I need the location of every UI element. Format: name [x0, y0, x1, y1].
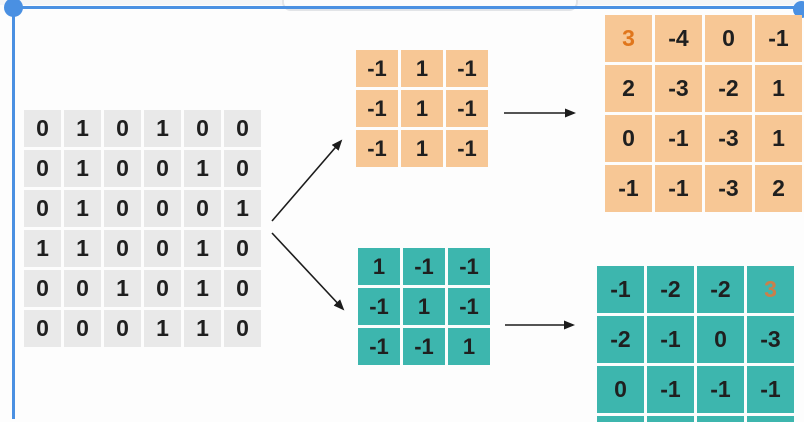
matrix-cell: 1	[64, 110, 101, 147]
matrix-cell: 0	[697, 316, 744, 363]
matrix-cell: -2	[647, 266, 694, 313]
matrix-cell: 1	[24, 230, 61, 267]
matrix-cell	[647, 416, 694, 422]
matrix-cell: 1	[755, 115, 802, 162]
annotation-line-horizontal[interactable]	[13, 6, 802, 9]
matrix-cell: 0	[144, 270, 181, 307]
matrix-cell: -1	[597, 266, 644, 313]
matrix-cell: -2	[597, 316, 644, 363]
matrix-cell: 0	[104, 230, 141, 267]
matrix-cell: 0	[224, 230, 261, 267]
matrix-cell: 0	[184, 110, 221, 147]
matrix-cell: -3	[705, 115, 752, 162]
matrix-cell: 1	[184, 270, 221, 307]
matrix-cell: 0	[104, 110, 141, 147]
matrix-cell: 0	[184, 190, 221, 227]
matrix-cell: -3	[705, 165, 752, 212]
matrix-cell: 0	[24, 310, 61, 347]
matrix-cell: -1	[605, 165, 652, 212]
matrix-cell: -1	[448, 248, 490, 285]
annotation-handle-right[interactable]	[793, 1, 804, 18]
matrix-cell: 0	[24, 110, 61, 147]
matrix-cell: 0	[64, 270, 101, 307]
matrix-cell: 0	[24, 190, 61, 227]
matrix-cell	[747, 416, 794, 422]
matrix-cell: -1	[647, 366, 694, 413]
matrix-cell: 1	[184, 150, 221, 187]
matrix-cell: 1	[64, 230, 101, 267]
annotation-handle-left[interactable]	[4, 0, 23, 17]
matrix-cell: -1	[358, 288, 400, 325]
matrix-cell: -3	[747, 316, 794, 363]
matrix-cell: 1	[401, 50, 443, 87]
matrix-cell: -1	[403, 248, 445, 285]
toolbar-edge	[282, 0, 578, 11]
matrix-cell: -1	[356, 130, 398, 167]
matrix-cell: 1	[184, 310, 221, 347]
arrow-to-kernel-diagonal	[271, 232, 345, 311]
matrix-cell: 0	[64, 310, 101, 347]
matrix-cell: 0	[104, 310, 141, 347]
matrix-cell: 3	[605, 15, 652, 62]
matrix-cell: 1	[64, 190, 101, 227]
matrix-cell: 1	[144, 310, 181, 347]
matrix-cell: 0	[24, 150, 61, 187]
matrix-cell: 3	[747, 266, 794, 313]
matrix-cell: 0	[224, 270, 261, 307]
matrix-cell: 1	[448, 328, 490, 365]
matrix-cell: -1	[655, 115, 702, 162]
matrix-cell: 1	[401, 90, 443, 127]
matrix-cell: -1	[697, 366, 744, 413]
matrix-cell: -1	[446, 50, 488, 87]
matrix-cell: 1	[401, 130, 443, 167]
matrix-cell: -1	[356, 90, 398, 127]
matrix-cell: -1	[358, 328, 400, 365]
matrix-cell: -2	[697, 266, 744, 313]
matrix-cell: -4	[655, 15, 702, 62]
matrix-cell: 0	[224, 150, 261, 187]
matrix-cell: 1	[403, 288, 445, 325]
matrix-cell: -1	[448, 288, 490, 325]
matrix-cell: 1	[358, 248, 400, 285]
matrix-cell: -1	[403, 328, 445, 365]
matrix-cell: -1	[647, 316, 694, 363]
matrix-cell: 0	[104, 150, 141, 187]
matrix-cell: 0	[104, 190, 141, 227]
matrix-cell	[597, 416, 644, 422]
arrow-to-kernel-vertical	[271, 139, 343, 222]
matrix-cell: -2	[705, 65, 752, 112]
matrix-cell	[697, 416, 744, 422]
matrix-cell: 0	[144, 190, 181, 227]
matrix-cell: -1	[356, 50, 398, 87]
matrix-cell: 1	[184, 230, 221, 267]
matrix-cell: 0	[24, 270, 61, 307]
annotation-line-vertical[interactable]	[12, 7, 15, 419]
matrix-cell: -3	[655, 65, 702, 112]
matrix-cell: 1	[64, 150, 101, 187]
matrix-cell: 0	[144, 230, 181, 267]
matrix-cell: 0	[597, 366, 644, 413]
matrix-cell: -1	[446, 130, 488, 167]
matrix-cell: -1	[446, 90, 488, 127]
matrix-cell: -1	[747, 366, 794, 413]
matrix-cell: 0	[705, 15, 752, 62]
matrix-cell: 2	[605, 65, 652, 112]
matrix-cell: 0	[605, 115, 652, 162]
matrix-cell: 0	[224, 110, 261, 147]
matrix-cell: -1	[655, 165, 702, 212]
matrix-cell: 0	[144, 150, 181, 187]
matrix-cell: 0	[224, 310, 261, 347]
matrix-cell: 1	[755, 65, 802, 112]
matrix-cell: 2	[755, 165, 802, 212]
matrix-cell: 1	[104, 270, 141, 307]
matrix-cell: -1	[755, 15, 802, 62]
matrix-cell: 1	[224, 190, 261, 227]
matrix-cell: 1	[144, 110, 181, 147]
